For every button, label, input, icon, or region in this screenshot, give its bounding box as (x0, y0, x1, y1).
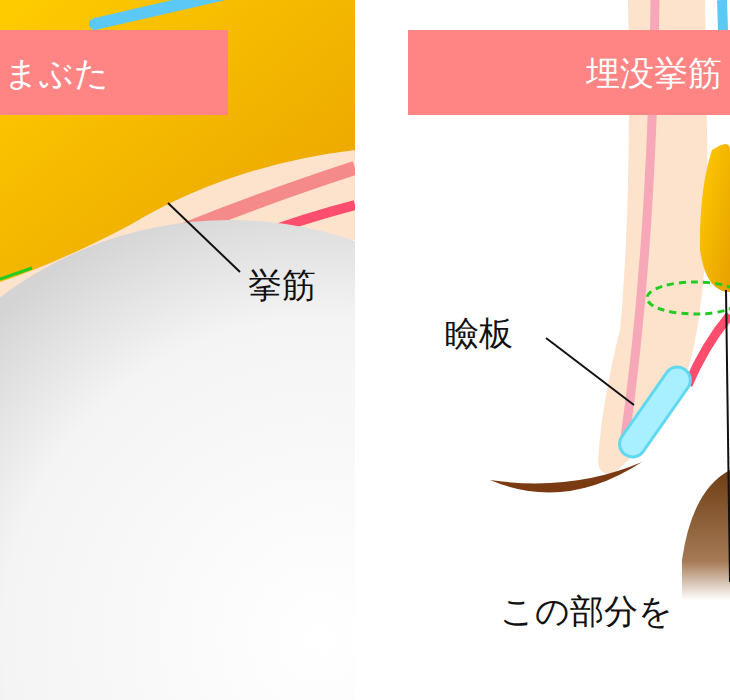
target-area (647, 282, 730, 314)
part-label: この部分を (500, 594, 673, 628)
header-text: 埋没挙筋 (586, 56, 722, 90)
muscle-band (688, 315, 730, 385)
green-line (0, 268, 32, 279)
tarsus (615, 362, 696, 462)
header-band: まぶた (0, 30, 228, 115)
leader-line (726, 290, 730, 582)
blue-band (95, 0, 225, 24)
part-label: 挙筋 (248, 268, 316, 302)
leader-line (168, 203, 240, 272)
left-eyelid (0, 0, 355, 700)
iris (682, 470, 730, 600)
eyeball (0, 220, 355, 700)
fat (700, 144, 730, 292)
header-band: 埋没挙筋 (408, 30, 730, 115)
eyelash (490, 462, 642, 492)
header-text: まぶた (4, 56, 109, 90)
leader-line (546, 338, 634, 405)
part-label: 瞼板 (445, 316, 513, 350)
